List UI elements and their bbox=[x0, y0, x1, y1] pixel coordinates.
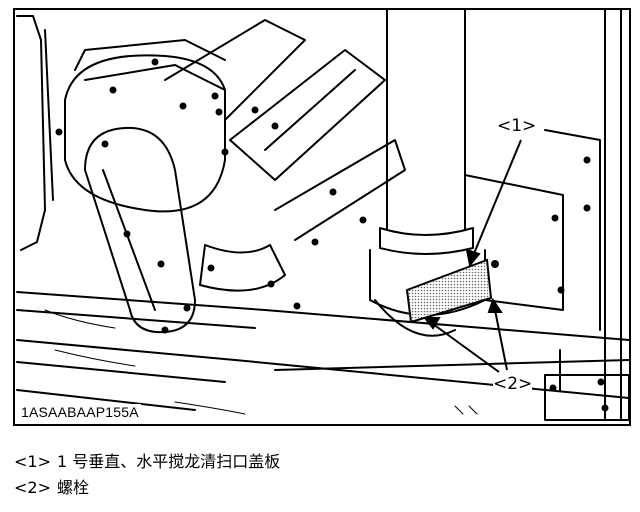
callout-2: <2> bbox=[493, 374, 533, 394]
legend-item-1: <1> 1 号垂直、水平搅龙清扫口盖板 bbox=[14, 449, 280, 475]
legend-text-1: 1 号垂直、水平搅龙清扫口盖板 bbox=[57, 452, 281, 471]
cover-plate bbox=[405, 258, 493, 324]
callout-1: <1> bbox=[497, 116, 537, 136]
machine-illustration bbox=[16, 10, 629, 421]
figure-id-label: 1ASAABAAP155A bbox=[19, 404, 141, 420]
legend-text-2: 螺栓 bbox=[57, 478, 90, 497]
legend-marker-2: <2> bbox=[14, 478, 51, 497]
legend-item-2: <2> 螺栓 bbox=[14, 475, 280, 501]
figure-frame: <1> <2> 1ASAABAAP155A bbox=[13, 8, 631, 426]
legend-marker-1: <1> bbox=[14, 452, 51, 471]
legend: <1> 1 号垂直、水平搅龙清扫口盖板 <2> 螺栓 bbox=[14, 449, 280, 501]
